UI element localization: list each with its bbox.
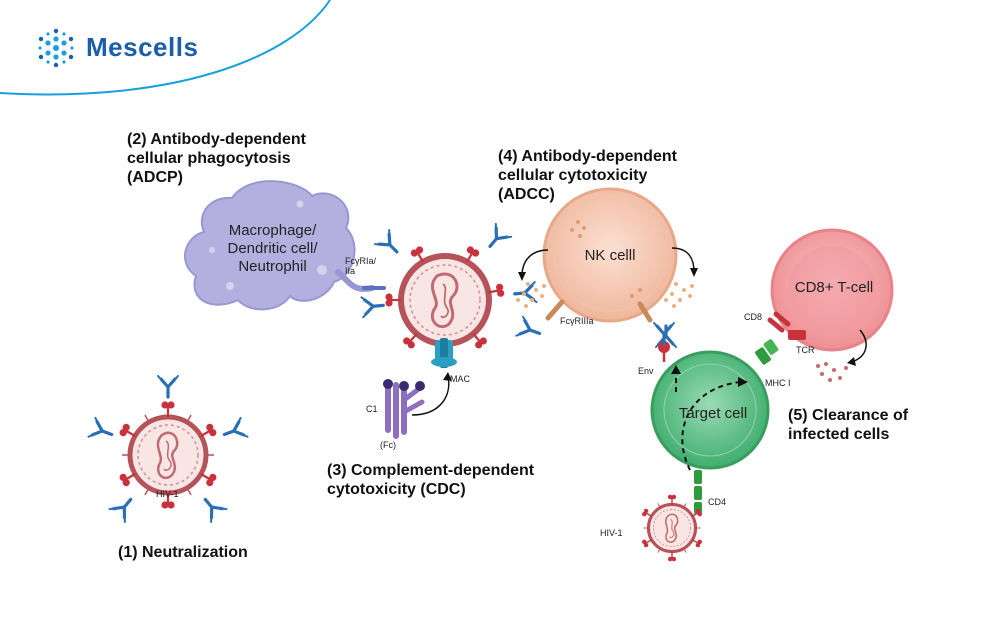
mhc-label: MHC I: [765, 378, 791, 388]
cdc-arrow: [411, 375, 450, 416]
c1-complex: [383, 379, 425, 439]
central-virus: [359, 222, 539, 351]
target-dashed-arrow: [681, 381, 741, 471]
cd4-label: CD4: [708, 497, 727, 507]
cdc-arrow-head: [443, 372, 452, 381]
fc-label: (Fc): [380, 440, 396, 450]
nk-cell-label: NK celll: [584, 247, 636, 264]
header-swoosh: [0, 0, 330, 97]
macrophage-vesicle: [317, 265, 327, 275]
macrophage-cell: [184, 180, 356, 311]
clearance-label: (5) Clearance of infected cells: [788, 407, 909, 443]
neutralization-virus: [86, 374, 250, 524]
env-label: Env: [638, 366, 654, 376]
cdc-label: (3) Complement-dependent cytotoxicity (C…: [327, 462, 535, 498]
nk-arrow-right-head: [690, 268, 698, 277]
macrophage-vesicle: [226, 282, 234, 290]
mac-label: MAC: [450, 374, 470, 384]
nk-granules-right: [664, 282, 694, 308]
hiv-bottom-label: HIV-1: [600, 528, 623, 538]
cd8-receptor: [767, 311, 791, 333]
nk-arrow-left-head: [518, 272, 526, 281]
fcyr-iii-label: FcγRIIIa: [560, 316, 594, 326]
macrophage-cell-label: Macrophage/ Dendritic cell/ Neutrophil: [227, 222, 318, 275]
target-cell-label: Target cell: [678, 405, 748, 422]
hiv-left-label: HIV-1: [156, 489, 179, 499]
target-arrow-up-head: [671, 365, 681, 374]
tcr-receptor: [788, 330, 806, 340]
nk-cell: [542, 187, 678, 323]
fcyr-iii-receptor: [545, 299, 653, 323]
target-dashed-arrow-head: [738, 377, 748, 387]
adcp-label: (2) Antibody-dependent cellular phagocyt…: [127, 131, 306, 186]
fcyr-ii-label: FcγRIa/ IIa: [345, 256, 377, 276]
macrophage-vesicle: [296, 200, 304, 208]
cd8-label: CD8: [744, 312, 763, 322]
brand-wordmark[interactable]: Mescells: [86, 32, 199, 62]
nk-granules-left: [516, 282, 546, 308]
bottom-hiv-virus: [641, 495, 703, 561]
env-spike: [658, 341, 670, 362]
mhc-receptor: [763, 339, 779, 355]
neutralization-label: (1) Neutralization: [118, 544, 248, 561]
macrophage-vesicle: [209, 247, 215, 253]
t-cell-label: CD8+ T-cell: [794, 279, 874, 296]
t-cell-arrow-head: [847, 357, 856, 366]
antibody: [514, 315, 545, 345]
t-cell-arrow: [851, 329, 867, 363]
mac-complex: [431, 338, 457, 368]
header-swoosh-line: [0, 0, 331, 96]
cd8-t-cell: [770, 228, 894, 352]
t-cell-granules: [816, 362, 848, 382]
tcr-label: TCR: [796, 345, 815, 355]
dotted-flower-logo-icon: [38, 28, 74, 68]
mhc-receptor: [755, 347, 771, 365]
adcc-label: (4) Antibody-dependent cellular cytotoxi…: [498, 148, 677, 203]
cd4-receptor: [694, 470, 702, 514]
c1-label: C1: [366, 404, 378, 414]
